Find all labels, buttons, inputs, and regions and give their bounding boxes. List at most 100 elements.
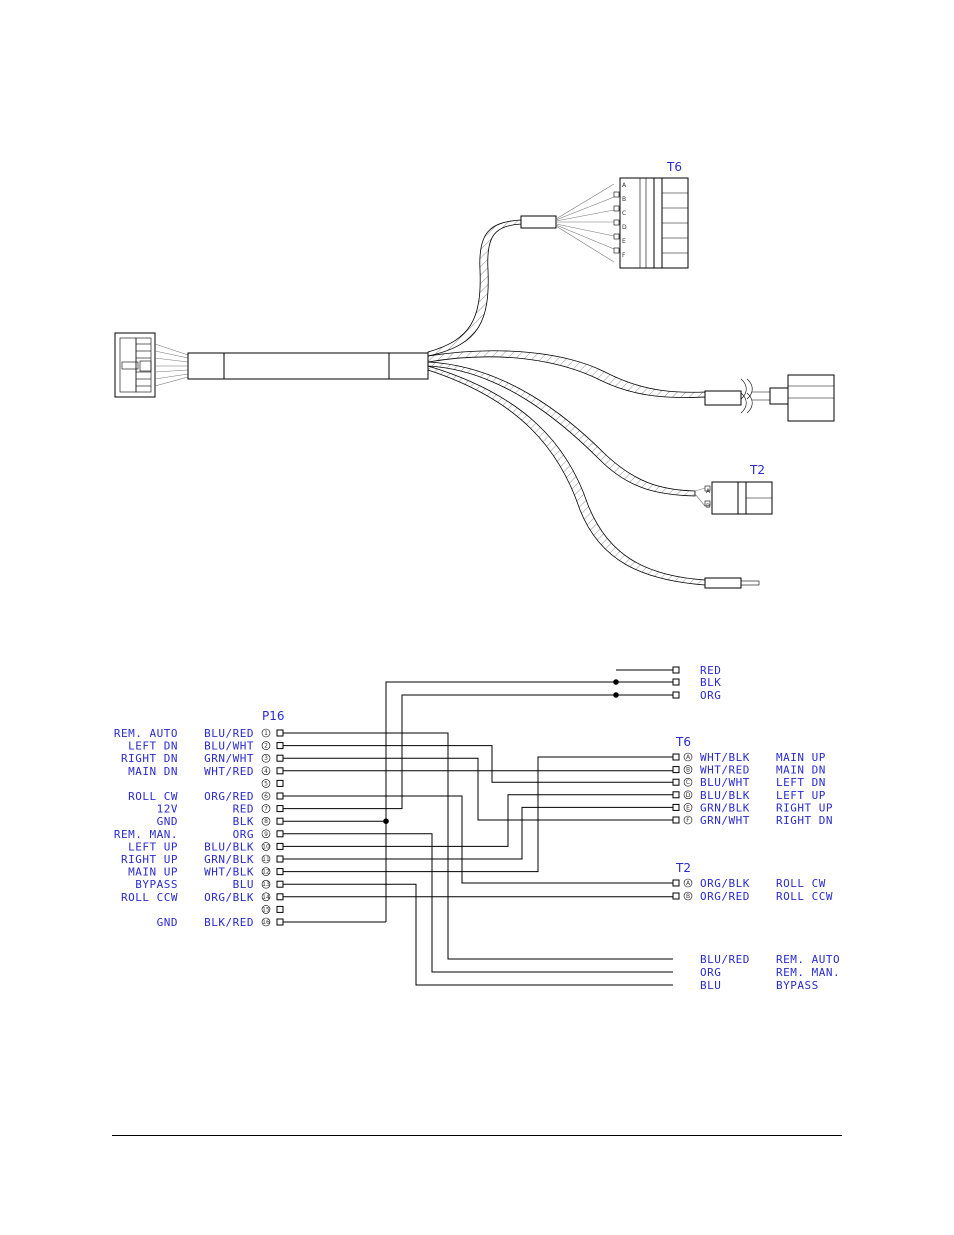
t2-pin-letters: AB — [706, 488, 711, 510]
top-lead-terminal — [672, 666, 680, 674]
right-connector-drawing — [787, 374, 835, 422]
p16-pin-function: RIGHT DN — [121, 752, 178, 765]
t6-harness-pin-a: A — [622, 182, 627, 189]
top-lead-color: RED — [700, 664, 721, 677]
top-lead-terminal — [672, 691, 680, 699]
t6-header: T6 — [675, 735, 691, 749]
wire — [283, 883, 673, 986]
p16-pin-color: BLU/RED — [204, 727, 254, 740]
top-lead-terminal — [672, 678, 680, 686]
t6-pin-circle — [683, 777, 693, 787]
t2-pin-function: ROLL CW — [776, 877, 826, 890]
t6-pin-color: WHT/RED — [700, 764, 750, 777]
p16-pin-circle — [261, 791, 271, 801]
p16-pin-terminal — [276, 767, 284, 775]
bottom-lead-color: BLU — [700, 979, 721, 992]
t6-pin-color: BLU/WHT — [700, 776, 750, 789]
p16-pin-terminal — [276, 868, 284, 876]
p16-pin-function: ROLL CW — [128, 790, 178, 803]
t6-pin-letter: D — [686, 792, 691, 799]
p16-pin-circle — [261, 804, 271, 813]
p16-pin-number: 3 — [264, 755, 268, 762]
p16-pin-color: ORG/BLK — [204, 891, 254, 904]
junction-dot — [613, 679, 619, 685]
t6-pin-circle — [683, 803, 693, 812]
t6-harness-pin-e: E — [622, 238, 626, 245]
p16-pin-color: GRN/WHT — [204, 752, 254, 765]
p16-pin-number: 4 — [264, 768, 268, 775]
p16-pin-row: RIGHT DN GRN/WHT 3 — [121, 752, 284, 765]
p16-header: P16 — [262, 709, 285, 723]
bottom-lead-function: REM. AUTO — [776, 953, 840, 966]
wire — [283, 756, 673, 873]
p16-pin-color: BLK/RED — [204, 916, 254, 929]
p16-pin-number: 12 — [262, 869, 270, 876]
p16-pin-function: GND — [157, 815, 178, 828]
wire — [283, 833, 673, 973]
t2-pin-terminal — [672, 892, 680, 900]
t6-pin-letter: F — [686, 817, 690, 824]
t6-pin-letter: A — [686, 754, 691, 761]
p16-pin-color: ORG/RED — [204, 790, 254, 803]
t6-pin-terminal — [672, 778, 680, 786]
p16-pin-number: 5 — [264, 780, 268, 787]
wires — [283, 669, 673, 986]
t6-harness-pin-f: F — [622, 252, 626, 259]
p16-pin-terminal — [276, 830, 284, 838]
t6-pin-letter: E — [686, 804, 690, 811]
p16-pin-terminal — [276, 893, 284, 901]
p16-pin-row: 5 — [261, 779, 284, 788]
t2-harness-pin-b: B — [706, 503, 710, 510]
p16-pin-number: 10 — [262, 843, 270, 850]
p16-pin-circle — [261, 842, 271, 851]
p16-pin-terminal — [276, 779, 284, 787]
p16-pin-number: 13 — [262, 881, 270, 888]
t6-pin-circle — [683, 765, 693, 774]
p16-pin-number: 9 — [264, 831, 268, 838]
t2-connector-drawing: T2 AB — [704, 463, 773, 515]
p16-pin-number: 1 — [264, 730, 268, 737]
t2-pin-color: ORG/BLK — [700, 877, 750, 890]
main-sleeve — [187, 352, 429, 380]
t6-pin-circle — [683, 752, 693, 762]
t2-header: T2 — [675, 861, 691, 875]
p16-pin-color: GRN/BLK — [204, 853, 254, 866]
p16-pin-circle — [261, 879, 271, 889]
t6-pin-circle — [683, 790, 693, 800]
t2-harness-pin-a: A — [706, 488, 711, 495]
p16-pin-terminal — [276, 842, 284, 850]
t6-pin-color: GRN/BLK — [700, 801, 750, 814]
t6-harness-pin-c: C — [622, 210, 626, 217]
t2-header-harness: T2 — [749, 463, 765, 477]
p16-pin-circle — [261, 779, 271, 788]
p16-pin-circle — [261, 766, 271, 776]
p16-pin-color: WHT/RED — [204, 765, 254, 778]
p16-pin-function: ROLL CCW — [121, 891, 178, 904]
junction-dot — [613, 692, 619, 698]
t6-pin-color: BLU/BLK — [700, 789, 750, 802]
top-lead-color: ORG — [700, 689, 721, 702]
t6-header-harness: T6 — [666, 160, 682, 174]
p16-pin-function: REM. MAN. — [114, 828, 178, 841]
p16-pin-number: 2 — [264, 743, 268, 750]
p16-pin-terminal — [276, 905, 284, 913]
bottom-lead-function: REM. MAN. — [776, 966, 840, 979]
p16-pin-color: BLU/WHT — [204, 740, 254, 753]
t6-pin-function: RIGHT UP — [776, 801, 833, 814]
p16-pin-function: LEFT DN — [128, 740, 178, 753]
t6-pin-terminal — [672, 753, 680, 761]
p16-pin-number: 15 — [262, 906, 270, 913]
